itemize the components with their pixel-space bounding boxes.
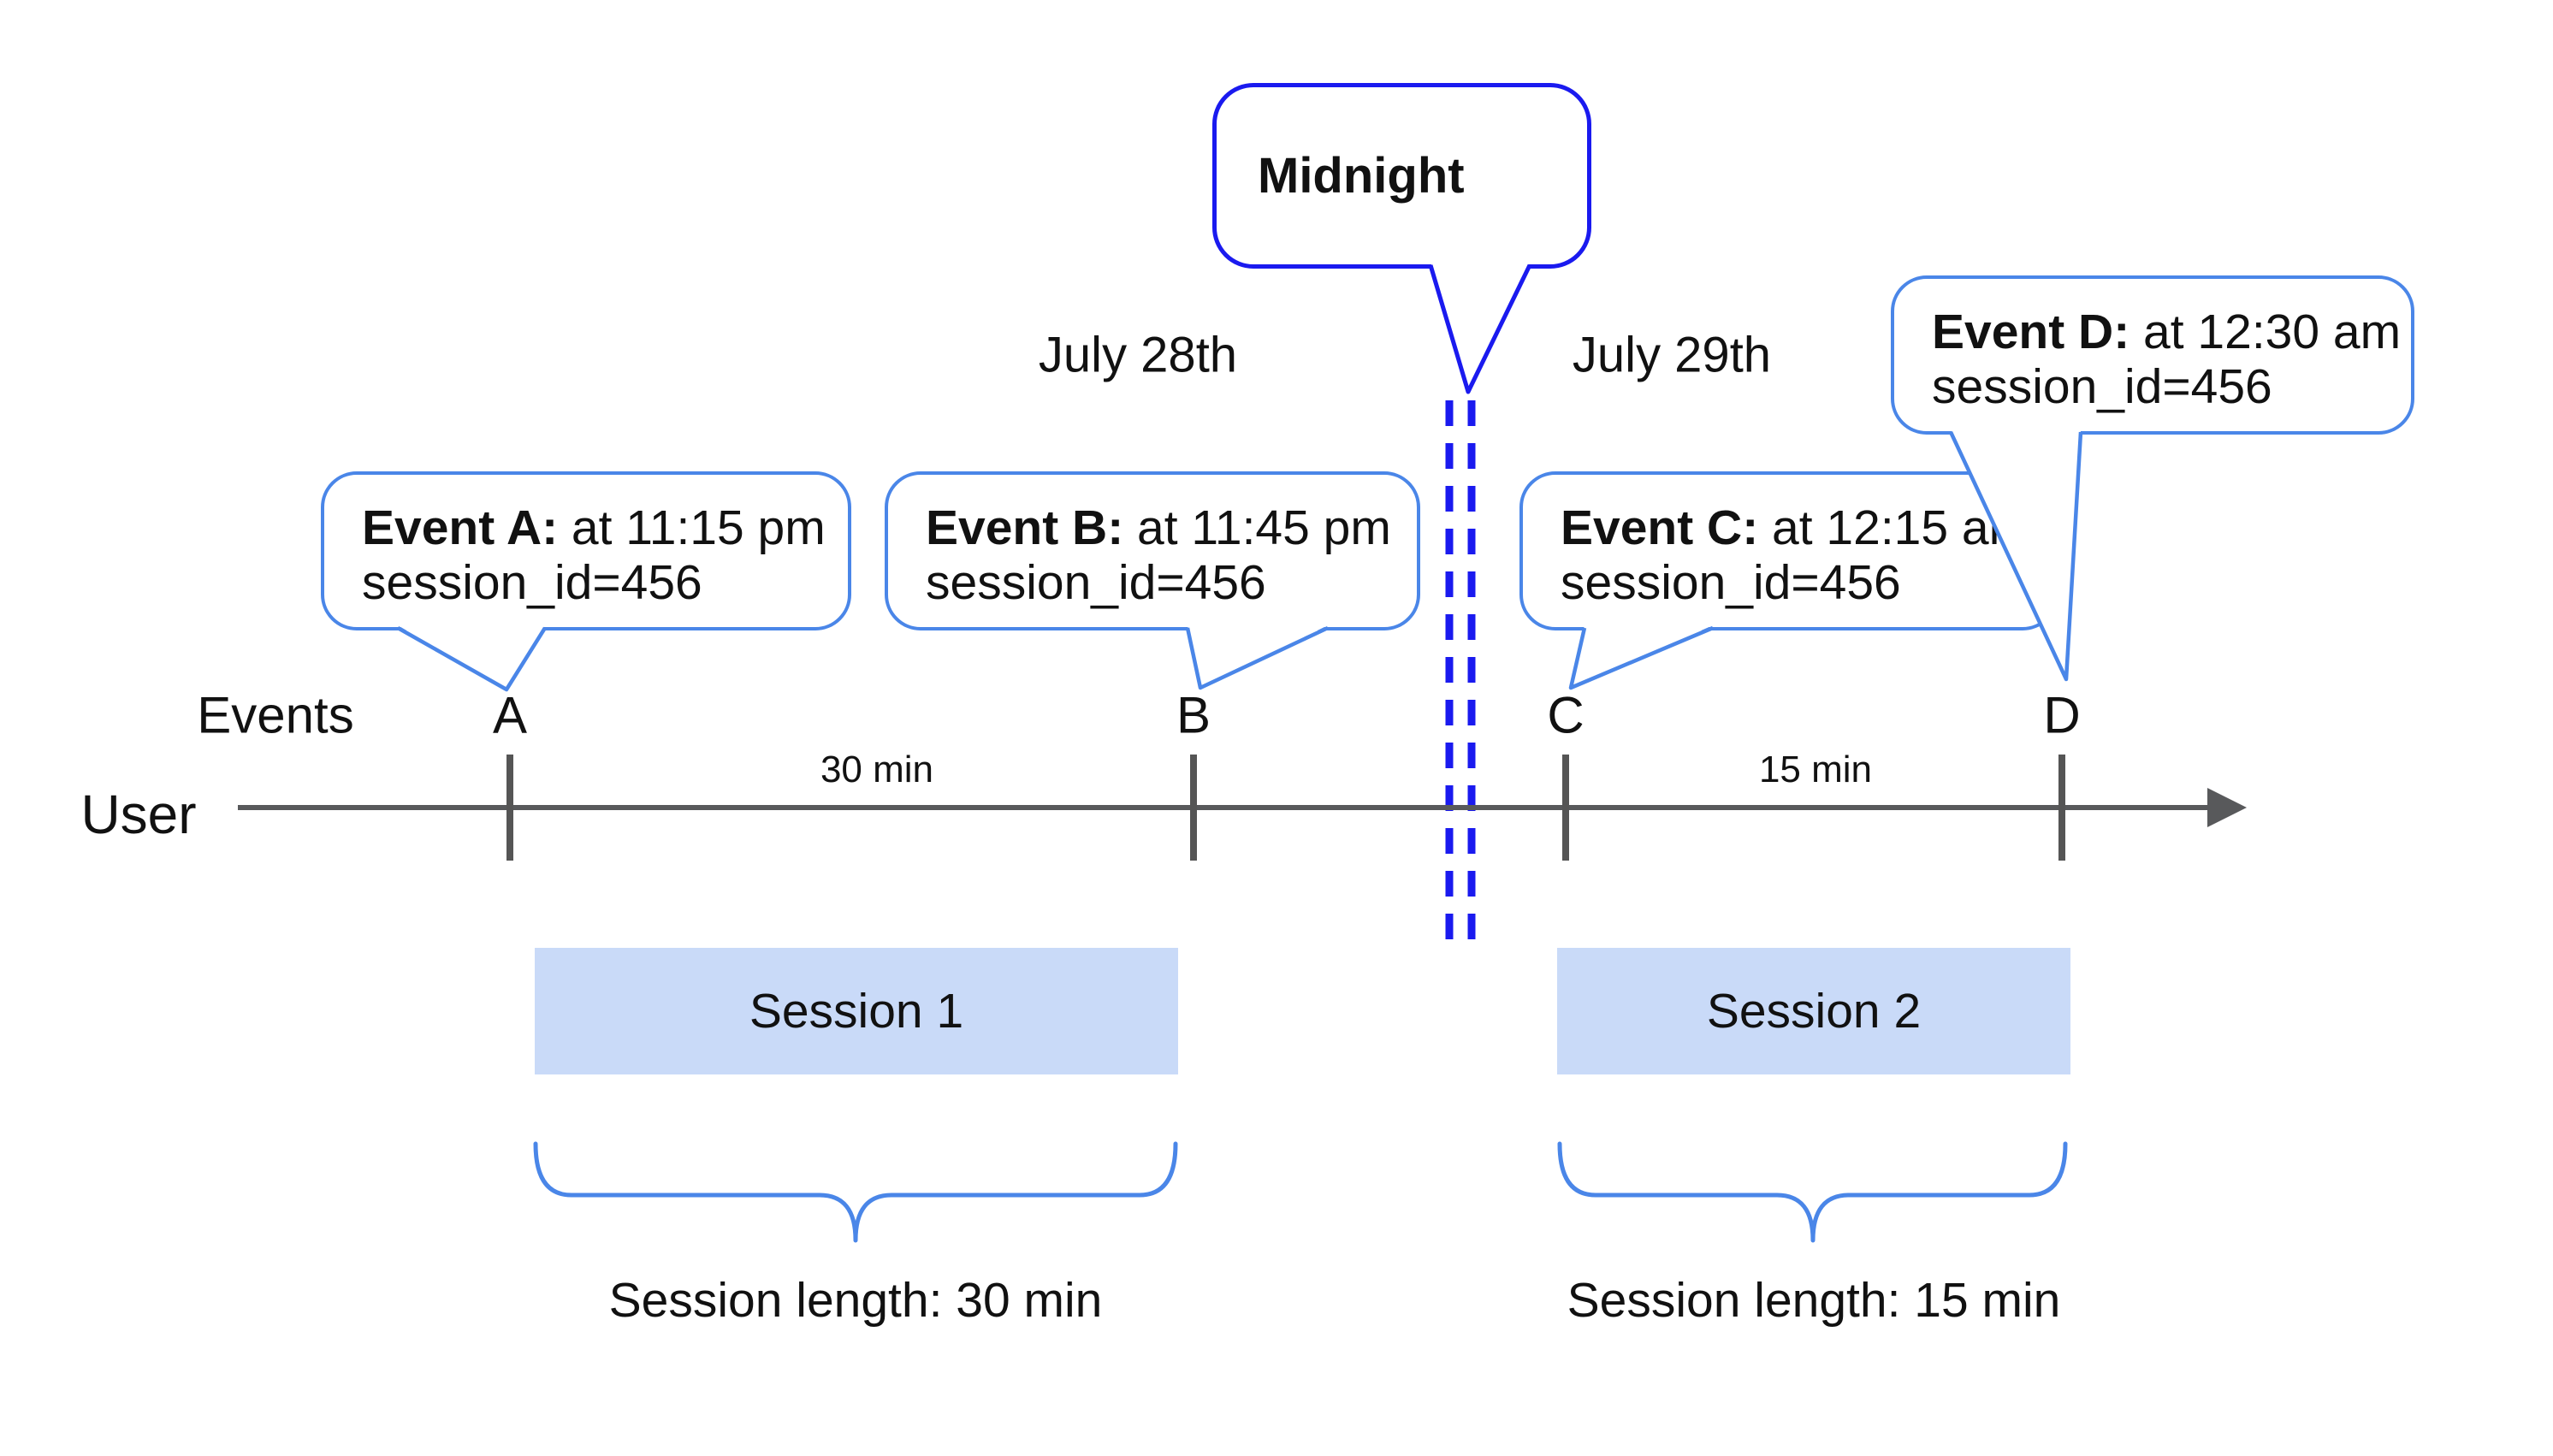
- midnight-bubble-tail-outline: [1428, 263, 1532, 394]
- event-b-bubble-tail-outline: [1185, 625, 1329, 690]
- session-2-length-label: Session length: 15 min: [1567, 1273, 2061, 1328]
- event-c-line2: session_id=456: [1561, 555, 1901, 610]
- events-axis-caption: Events: [197, 686, 354, 744]
- timeline-arrowhead: [2207, 788, 2247, 827]
- event-letter-a: A: [492, 686, 528, 744]
- session-1-label: Session 1: [749, 984, 964, 1039]
- event-letter-d: D: [2043, 686, 2081, 744]
- event-a-line2: session_id=456: [362, 555, 702, 610]
- event-d-line2: session_id=456: [1932, 359, 2272, 414]
- date-label-july-29: July 29th: [1572, 327, 1772, 383]
- event-c-bubble: Event C: at 12:15 am session_id=456: [1519, 471, 2058, 630]
- event-a-bubble-tail: [398, 625, 545, 690]
- midnight-bubble-tail: [1431, 262, 1530, 392]
- event-b-line2: session_id=456: [926, 555, 1266, 610]
- event-d-bubble: Event D: at 12:30 am session_id=456: [1891, 275, 2414, 435]
- event-letter-c: C: [1547, 686, 1585, 744]
- event-b-bubble: Event B: at 11:45 pm session_id=456: [885, 471, 1420, 630]
- user-axis-label: User: [80, 784, 197, 845]
- session-1-bar: Session 1: [535, 948, 1178, 1074]
- event-a-bubble-tail-outline: [396, 626, 547, 692]
- gap-label-15-min: 15 min: [1758, 749, 1873, 790]
- session-2-brace: [1557, 1141, 2068, 1243]
- session-1-brace: [533, 1141, 1178, 1243]
- event-b-bubble-tail: [1188, 625, 1328, 688]
- session-2-bar: Session 2: [1557, 948, 2070, 1074]
- event-letter-b: B: [1176, 686, 1211, 744]
- event-b-line1: Event B: at 11:45 pm: [926, 500, 1391, 555]
- session-1-length-label: Session length: 30 min: [608, 1273, 1103, 1328]
- event-d-line1: Event D: at 12:30 am: [1932, 305, 2402, 359]
- event-a-line1: Event A: at 11:15 pm: [362, 500, 826, 555]
- midnight-bubble: Midnight: [1212, 83, 1591, 269]
- date-label-july-28: July 28th: [1038, 327, 1238, 383]
- midnight-label: Midnight: [1258, 147, 1465, 204]
- gap-label-30-min: 30 min: [820, 749, 934, 790]
- event-a-bubble: Event A: at 11:15 pm session_id=456: [321, 471, 851, 630]
- session-2-label: Session 2: [1706, 984, 1922, 1039]
- event-c-line1: Event C: at 12:15 am: [1561, 500, 2030, 555]
- event-c-bubble-tail-outline: [1568, 625, 1714, 690]
- event-c-bubble-tail: [1571, 625, 1713, 688]
